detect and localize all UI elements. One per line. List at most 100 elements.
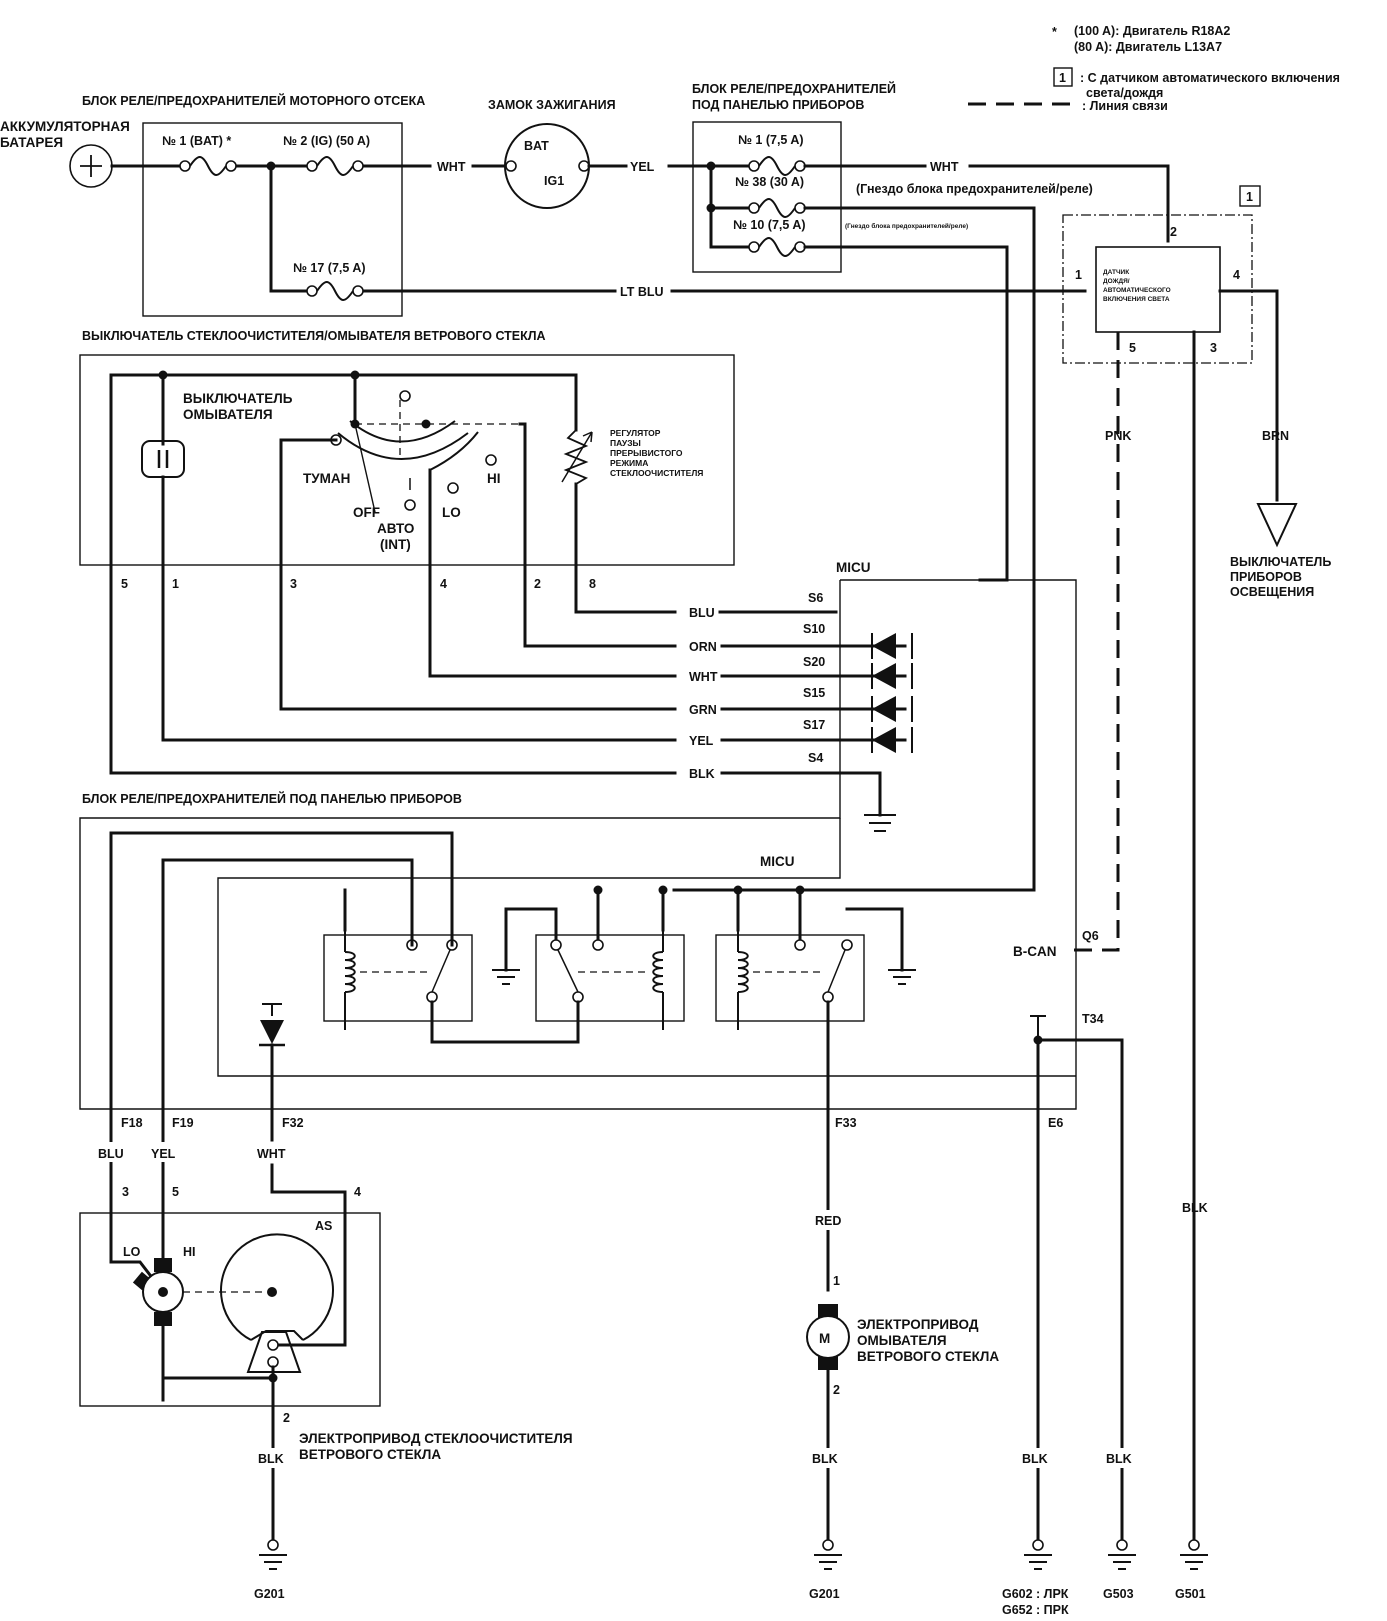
- light-switch-label-3: ОСВЕЩЕНИЯ: [1230, 585, 1314, 599]
- lower-pin-labels: F18 F19 F32 F33 E6: [121, 1116, 1063, 1130]
- wire-label-blk-e6: BLK: [1022, 1452, 1048, 1466]
- junction-dot: [706, 203, 716, 213]
- washer-motor-icon: [806, 1315, 850, 1359]
- micu-label-top: MICU: [836, 560, 871, 575]
- micu-unit: MICU S6 S10 S20 S15 S17 S4 БЛОК РЕЛЕ/ПРЕ…: [79, 560, 1124, 1542]
- wire-label-pnk: PNK: [1105, 429, 1131, 443]
- switch-pin-4: 4: [440, 577, 447, 591]
- micu-pin-bcan: B-CAN: [1013, 944, 1057, 959]
- ground-g602: G602 : ЛРК G652 : ПРК: [1002, 1539, 1069, 1617]
- wire-label-yel-1: YEL: [630, 160, 655, 174]
- wire-pnk-bcan: [1072, 332, 1120, 952]
- wire-label-wht-2: WHT: [930, 160, 959, 174]
- ground-label-g501: G501: [1175, 1587, 1206, 1601]
- wiper-motor-pin-3: 3: [122, 1185, 129, 1199]
- legend-notes: * (100 A): Двигатель R18A2 (80 A): Двига…: [968, 24, 1340, 113]
- switch-pin-5: 5: [121, 577, 128, 591]
- dash-box-lower-title: БЛОК РЕЛЕ/ПРЕДОХРАНИТЕЛЕЙ ПОД ПАНЕЛЬЮ ПР…: [82, 791, 462, 806]
- switch-pos-auto: АВТО: [377, 521, 414, 536]
- micu-pin-q6: Q6: [1082, 929, 1099, 943]
- wire-label-orn: ORN: [689, 640, 717, 654]
- engine-fuse-box-title: БЛОК РЕЛЕ/ПРЕДОХРАНИТЕЛЕЙ МОТОРНОГО ОТСЕ…: [82, 93, 425, 108]
- micu-pin-s6: S6: [808, 591, 823, 605]
- junction-dot: [658, 885, 668, 895]
- wire-label-wht-1: WHT: [437, 160, 466, 174]
- note-rain-sensor-2: света/дождя: [1086, 86, 1163, 100]
- wire-wht-to-park-switch: [270, 1163, 347, 1347]
- relay-3-frame: [715, 934, 865, 1022]
- wire-wht-to-sensor-pin2: [968, 164, 1170, 243]
- diode-top-connector-icon: [262, 1003, 282, 1016]
- label-bg: [810, 1448, 846, 1468]
- washer-switch-label-2: ОМЫВАТЕЛЯ: [183, 407, 273, 422]
- ignition-switch-title: ЗАМОК ЗАЖИГАНИЯ: [488, 98, 616, 112]
- wire-motor-ground: [161, 1324, 275, 1380]
- ground-g201b: G201: [809, 1539, 842, 1601]
- junction-dot: [421, 419, 431, 429]
- junction-dot: [266, 161, 276, 171]
- micu-pin-s10: S10: [803, 622, 825, 636]
- wire-label-brn: BRN: [1262, 429, 1289, 443]
- washer-pushbutton-icon: [141, 440, 185, 478]
- dash-fuse-box-upper: БЛОК РЕЛЕ/ПРЕДОХРАНИТЕЛЕЙ ПОД ПАНЕЛЬЮ ПР…: [672, 81, 1170, 892]
- label-bg: [1020, 1448, 1056, 1468]
- wiper-switch-arc-lo: [429, 431, 479, 471]
- sensor-pin-2: 2: [1170, 225, 1177, 239]
- switch-pos-mist: ТУМАН: [303, 471, 350, 486]
- fuse-2-symbol: [306, 156, 364, 176]
- pin-e6: E6: [1048, 1116, 1063, 1130]
- battery-label-2: БАТАРЕЯ: [0, 135, 63, 150]
- fuse-17-symbol: [306, 281, 364, 301]
- wiper-washer-switch: ВЫКЛЮЧАТЕЛЬ СТЕКЛООЧИСТИТЕЛЯ/ОМЫВАТЕЛЯ В…: [79, 329, 735, 591]
- ground-icon: [259, 1554, 287, 1570]
- park-switch-icon: [246, 1331, 302, 1373]
- fuse-1-symbol: [179, 156, 237, 176]
- regulator-arrow-icon: [561, 431, 593, 483]
- relay-2-frame: [535, 934, 685, 1022]
- pin-f18: F18: [121, 1116, 143, 1130]
- switch-micu-wiring: BLU ORN WHT GRN YEL BLK: [109, 373, 907, 832]
- fuse-symbols-engine: [179, 156, 364, 301]
- ground-icon: [1024, 1554, 1052, 1570]
- washer-motor-title-1: ЭЛЕКТРОПРИВОД: [857, 1317, 979, 1332]
- intermittent-regulator-icon: [563, 429, 589, 485]
- wire-label-blu-f18: BLU: [98, 1147, 124, 1161]
- relay-coil-icon: [737, 951, 749, 993]
- switch-pos-int: (INT): [380, 537, 411, 552]
- regulator-label-1: РЕГУЛЯТОР: [610, 428, 661, 438]
- wire-label-blk-t34: BLK: [1106, 1452, 1132, 1466]
- wire-label-blk-g201a: BLK: [258, 1452, 284, 1466]
- relay-coil-icon: [344, 951, 356, 993]
- note-box-1: [1053, 67, 1073, 87]
- wiper-relays: [109, 831, 916, 1402]
- sensor-note-num: 1: [1246, 190, 1253, 204]
- fuse-10-label: № 10 (7,5 A): [733, 218, 806, 232]
- wire-lo-brush: [109, 1238, 153, 1278]
- regulator-label-3: ПРЕРЫВИСТОГО: [610, 448, 683, 458]
- label-bg: [255, 1448, 291, 1468]
- engine-fuse-box: БЛОК РЕЛЕ/ПРЕДОХРАНИТЕЛЕЙ МОТОРНОГО ОТСЕ…: [82, 93, 425, 317]
- fuse-socket-note: (Гнездо блока предохранителей/реле): [856, 182, 1093, 196]
- diode-icon: [872, 727, 896, 753]
- washer-motor-brush-bottom: [818, 1356, 838, 1370]
- switch-pin-1: 1: [172, 577, 179, 591]
- park-contact-top: [267, 1339, 279, 1351]
- wiper-motor-pin-4: 4: [354, 1185, 361, 1199]
- ground-icon: [1108, 1554, 1136, 1570]
- micu-pin-s15: S15: [803, 686, 825, 700]
- ground-wire-labels: BLK BLK: [1020, 1448, 1140, 1468]
- fuse-10-symbol: [748, 237, 806, 257]
- dash-fuse-box-frame: [692, 121, 842, 273]
- note-star: *: [1052, 25, 1057, 39]
- sensor-pin-3: 3: [1210, 341, 1217, 355]
- ground-g501: G501: [1175, 1539, 1208, 1601]
- label-bg: [1104, 1448, 1140, 1468]
- sensor-label-3: АВТОМАТИЧЕСКОГО: [1103, 287, 1171, 294]
- wiper-motor-as-label: AS: [315, 1219, 332, 1233]
- wire-label-blu-s6: BLU: [689, 606, 715, 620]
- wire-fuse10-to-micu: [803, 245, 1009, 582]
- micu-pin-s4: S4: [808, 751, 823, 765]
- wire-label-yel-s4: YEL: [689, 734, 714, 748]
- micu-inner-outline: [217, 818, 1076, 1077]
